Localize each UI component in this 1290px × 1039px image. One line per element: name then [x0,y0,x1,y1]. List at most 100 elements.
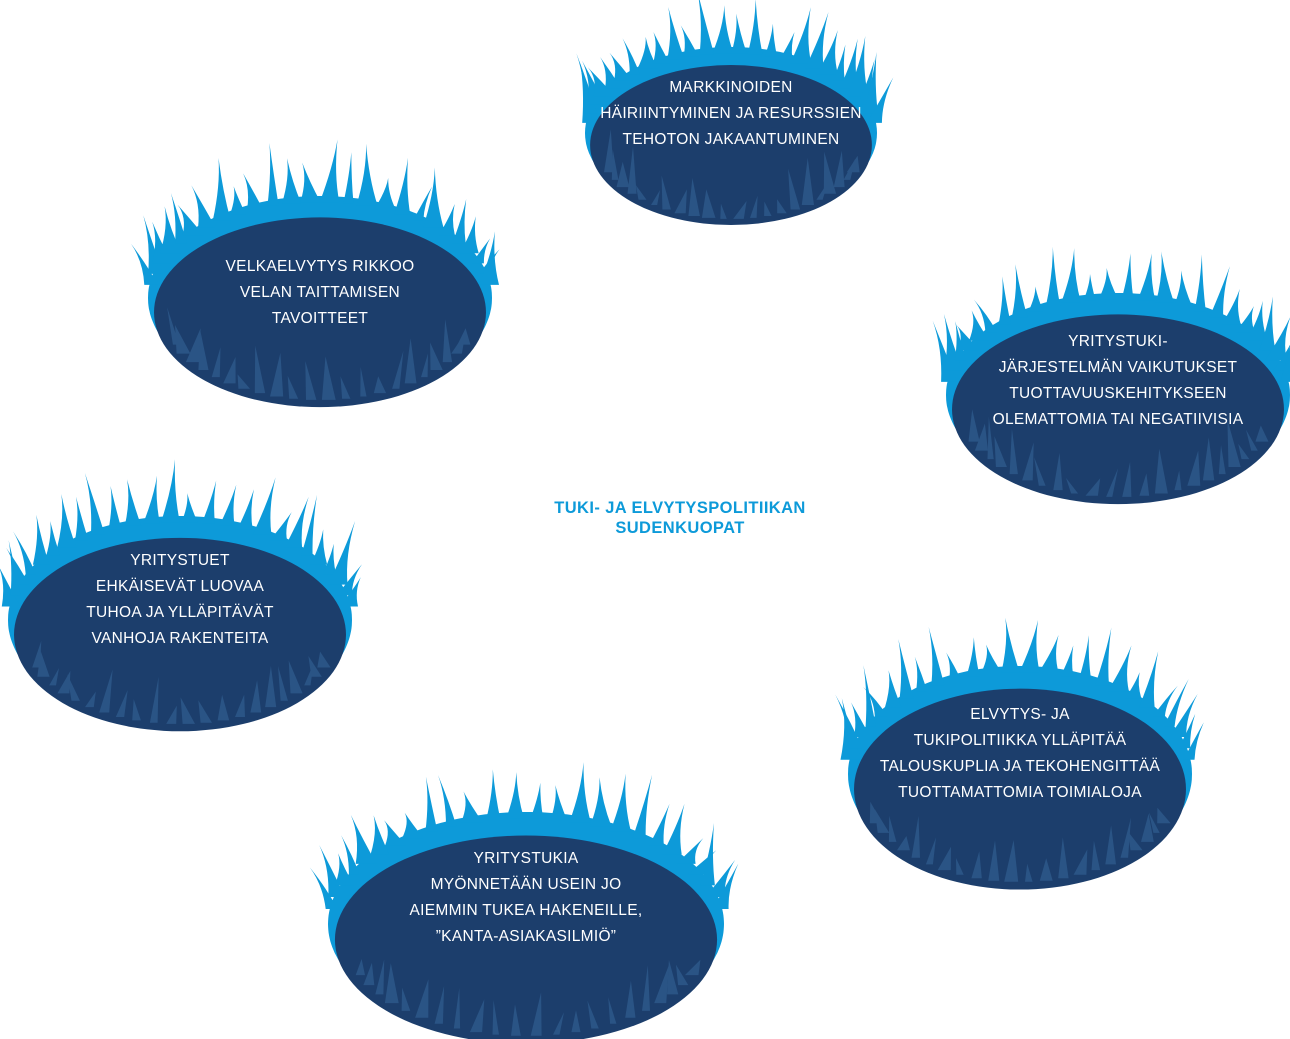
grass-blade [653,32,670,64]
pit-bottom-blade [1058,837,1069,879]
pit-bottom-blade [321,356,336,400]
grass-blade [230,186,246,215]
pit-bottom-blade [198,331,209,370]
grass-blade [587,67,615,97]
grass-blade [816,30,838,75]
grass-blade [374,177,396,210]
pit-bottom-blade [897,836,910,851]
pit-market-distortion: MARKKINOIDEN HÄIRIINTYMINEN JA RESURSSIE… [572,0,894,226]
grass-blade [840,698,862,760]
pit-bottom-blade [530,992,542,1036]
grass-blade [219,484,237,526]
grass-blade [805,12,829,69]
grass-blade [1152,685,1178,717]
grass-blade [384,820,407,846]
grass-blade [161,459,180,523]
pit-bottom-blade [833,150,845,188]
pit-label: YRITYSTUKIA MYÖNNETÄÄN USEIN JO AIEMMIN … [326,846,726,950]
grass-blade [336,564,362,596]
pit-bottom-blade [988,840,1000,881]
pit-bottom-blade [1004,840,1019,882]
pit-bottom-blade [1154,448,1168,494]
pit-bottom-blade [956,858,964,875]
pit-label: ELVYTYS- JA TUKIPOLITIIKKA YLLÄPITÄÄ TAL… [848,702,1192,806]
pit-label-line: OLEMATTOMIA TAI NEGATIIVISIA [992,411,1244,428]
grass-blade [712,5,734,54]
pit-bubbles: ELVYTYS- JA TUKIPOLITIIKKA YLLÄPITÄÄ TAL… [835,617,1204,890]
grass-blade [662,803,685,855]
pit-label-line: VANHOJA RAKENTEITA [91,630,269,647]
pit-hole [590,65,872,226]
grass-blade [1155,251,1175,303]
pit-bottom-blade [1085,478,1101,496]
grass-blade [13,531,36,575]
pit-graphic [835,617,1204,890]
pit-bottom-blade [1105,825,1116,865]
pit-label-line: TAVOITTEET [271,310,369,327]
pit-bottom-blade [1122,461,1132,497]
grass-blade [459,216,479,254]
grass-blade [252,477,276,535]
grass-blade [267,143,279,206]
grass-blade [328,521,356,585]
pit-bottom-blade [185,328,201,363]
grass-blade [866,77,894,123]
grass-blade [1045,246,1061,307]
grass-blade [1125,672,1142,699]
pit-hole [334,835,718,1039]
pit-bottom-blade [1025,863,1033,882]
grass-blade [309,867,338,909]
grass-blade [1001,617,1020,673]
pit-bottom-blade [635,185,647,200]
pit-bottom-blade [384,963,399,1004]
pit-bottom-blade [115,690,128,717]
grass-blade [680,25,699,57]
pit-bottom-blade [674,189,687,214]
grass-blade [423,167,444,228]
pit-bottom-blade [608,997,617,1024]
pit-productivity-effects: YRITYSTUKI- JÄRJESTELMÄN VAIKUTUKSET TUO… [932,246,1290,505]
grass-blade [973,299,997,333]
grass-blade [350,814,377,864]
grass-blade [676,838,704,864]
pit-bottom-blade [305,361,317,400]
grass-blade [590,777,612,827]
pit-regular-customers: YRITYSTUKIA MYÖNNETÄÄN USEIN JO AIEMMIN … [309,762,739,1039]
pit-label: MARKKINOIDEN HÄIRIINTYMINEN JA RESURSSIE… [572,75,890,153]
pit-bottom-blade [888,815,897,842]
pit-bottom-blade [994,436,1007,467]
grass-blade [1169,694,1198,737]
pit-bottom-blade [511,1004,521,1036]
pit-graphic [0,459,362,732]
pit-label-line: YRITYSTUKI- [1068,333,1168,350]
grass-blade [610,773,631,832]
grass-blade [322,543,336,575]
grass-blade [143,475,160,524]
pit-bottom-blade [764,201,772,216]
pit-label-line: AIEMMIN TUKEA HAKENEILLE, [409,902,643,919]
pit-bottom-blade [701,189,716,218]
grass-blade [461,791,483,823]
pit-bottom-blade [571,1010,581,1033]
grass-blade [928,626,945,686]
pit-label-line: TUKIPOLITIIKKA YLLÄPITÄÄ [913,732,1127,749]
grass-blade [980,644,1003,674]
pit-creative-destruction: YRITYSTUET EHKÄISEVÄT LUOVAA TUHOA JA YL… [0,459,362,732]
grass-blade [700,823,715,886]
grass-blade [1280,346,1290,382]
grass-blade [946,652,961,680]
pit-bottom-blade [642,965,650,1011]
pit-label-line: VELKAELVYTYS RIKKOO [225,258,415,275]
pit-hole [154,217,486,408]
grass-blade [177,204,204,236]
grass-blade [269,512,292,541]
pit-hole [14,537,346,732]
pit-label-line: MARKKINOIDEN [669,79,793,96]
grass-blade [764,23,777,57]
grass-blade [956,325,980,351]
pit-label-line: ELVYTYS- JA [970,706,1070,723]
grass-blade [1098,268,1119,300]
pit-bottom-blade [57,670,71,694]
pit-bottom-blade [217,694,230,721]
grass-blade [356,143,378,206]
